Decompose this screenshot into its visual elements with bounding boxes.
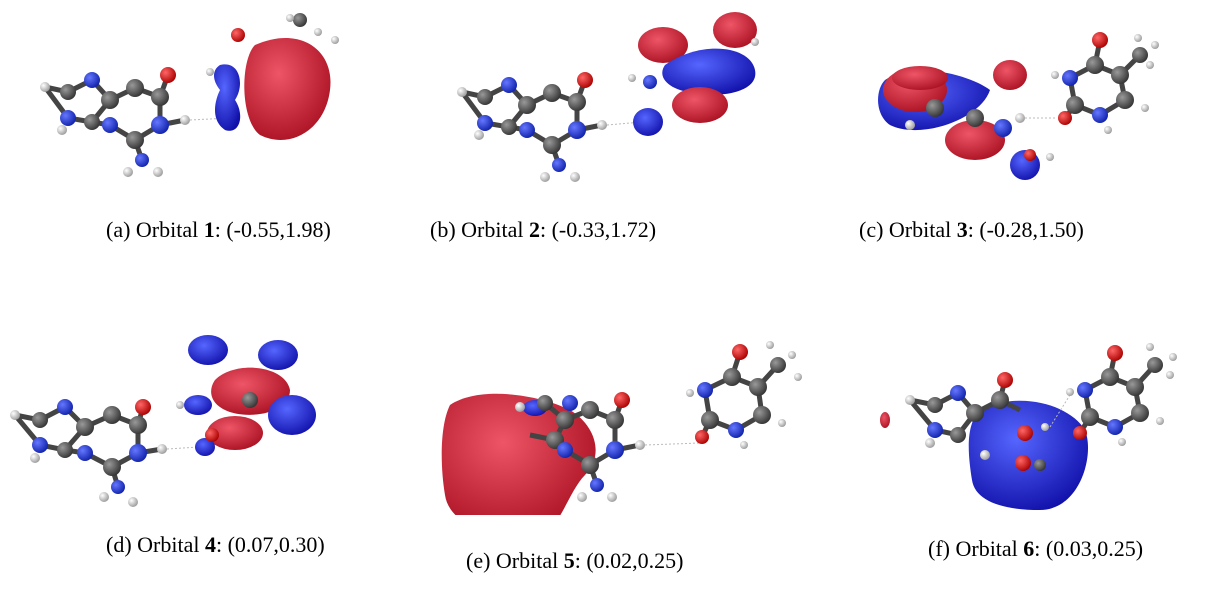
panel-b: (b) Orbital 2: (-0.33,1.72) — [410, 0, 820, 270]
orbital-2-image — [457, 12, 759, 182]
panel-c: (c) Orbital 3: (-0.28,1.50) — [820, 0, 1228, 270]
caption-f-values: : (0.03,0.25) — [1034, 536, 1144, 561]
caption-e-label: (e) Orbital — [466, 548, 564, 573]
caption-a-label: (a) Orbital — [106, 217, 204, 242]
caption-d-label: (d) Orbital — [106, 532, 205, 557]
caption-f-number: 6 — [1023, 536, 1035, 561]
caption-a: (a) Orbital 1: (-0.55,1.98) — [106, 219, 331, 241]
orbital-6-image — [880, 343, 1177, 510]
caption-b-label: (b) Orbital — [430, 217, 529, 242]
caption-e-values: : (0.02,0.25) — [574, 548, 684, 573]
caption-b: (b) Orbital 2: (-0.33,1.72) — [430, 219, 656, 241]
caption-d-values: : (0.07,0.30) — [215, 532, 325, 557]
orbital-3-image — [878, 32, 1159, 180]
orbital-5-image — [441, 341, 802, 515]
caption-b-number: 2 — [528, 217, 540, 242]
orbital-4-image — [10, 335, 316, 507]
caption-a-values: : (-0.55,1.98) — [214, 217, 331, 242]
caption-a-number: 1 — [203, 217, 215, 242]
caption-c-label: (c) Orbital — [859, 217, 957, 242]
caption-d: (d) Orbital 4: (0.07,0.30) — [106, 534, 325, 556]
caption-c-values: : (-0.28,1.50) — [967, 217, 1084, 242]
panel-e: (e) Orbital 5: (0.02,0.25) — [410, 315, 840, 591]
caption-f-label: (f) Orbital — [928, 536, 1024, 561]
panel-d: (d) Orbital 4: (0.07,0.30) — [0, 315, 410, 591]
panel-f: (f) Orbital 6: (0.03,0.25) — [840, 315, 1228, 591]
panel-a: (a) Orbital 1: (-0.55,1.98) — [0, 0, 410, 270]
orbital-1-image — [40, 13, 339, 177]
caption-e: (e) Orbital 5: (0.02,0.25) — [466, 550, 684, 572]
caption-f: (f) Orbital 6: (0.03,0.25) — [928, 538, 1143, 560]
caption-c: (c) Orbital 3: (-0.28,1.50) — [859, 219, 1084, 241]
caption-b-values: : (-0.33,1.72) — [539, 217, 657, 242]
caption-d-number: 4 — [204, 532, 216, 557]
caption-e-number: 5 — [563, 548, 575, 573]
caption-c-number: 3 — [956, 217, 968, 242]
